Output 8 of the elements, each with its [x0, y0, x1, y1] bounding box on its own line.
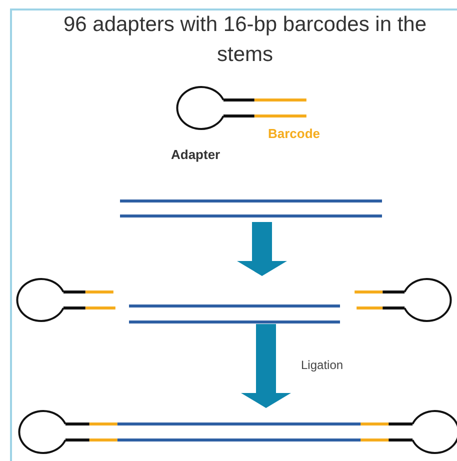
edge-label: Ligation [301, 358, 344, 372]
adapter-label: Adapter [171, 147, 220, 162]
block-arrow [237, 222, 287, 276]
block-arrow [241, 324, 291, 408]
adapters-and-dna-drawing [16, 276, 452, 324]
barcode-label: Barcode [268, 126, 320, 141]
title: 96 adapters with 16-bp barcodes in the stems [62, 12, 428, 68]
ligated-construct-drawing [18, 408, 457, 456]
